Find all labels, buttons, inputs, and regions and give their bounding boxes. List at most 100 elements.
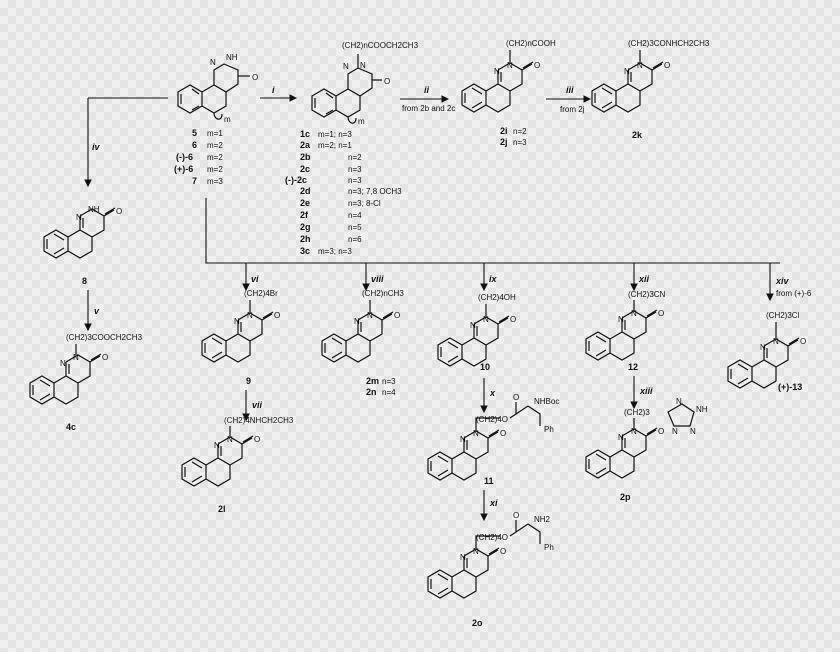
atom-o: O bbox=[500, 547, 506, 556]
ester-compound-list: 1c m=1; n=3 2a m=2; n=1 2b n=2 2c n=3 (-… bbox=[285, 129, 402, 256]
compound-code: 2o bbox=[472, 618, 483, 628]
atom-n: N bbox=[631, 427, 637, 436]
compound-code: 2h bbox=[300, 234, 311, 244]
atom-o: O bbox=[254, 435, 260, 444]
compound-code: 2g bbox=[300, 222, 311, 232]
atom-n: N bbox=[760, 343, 766, 352]
compound-code: (-)-2c bbox=[285, 175, 307, 185]
reagent-note: from (+)-6 bbox=[776, 289, 812, 298]
atom-nh: NH bbox=[226, 53, 238, 62]
compound-condition: n=3 bbox=[382, 377, 396, 386]
reagent-label: vi bbox=[251, 274, 259, 284]
atom-n: N bbox=[483, 315, 489, 324]
reagent-label: ix bbox=[489, 274, 498, 284]
compound-code: (+)-13 bbox=[778, 382, 802, 392]
reagent-label: x bbox=[489, 388, 496, 398]
compound-condition: m=1 bbox=[207, 129, 223, 138]
atom-nh: NH bbox=[88, 205, 100, 214]
reagent-note: from 2b and 2c bbox=[402, 104, 455, 113]
substituent: (CH2)4OH bbox=[478, 293, 516, 302]
substituent: (CH2)4NHCH2CH3 bbox=[224, 416, 294, 425]
compound-condition: n=3 bbox=[513, 138, 527, 147]
compound-condition: n=6 bbox=[348, 235, 362, 244]
substituent: (CH2)4O bbox=[476, 533, 508, 542]
compound-code: 11 bbox=[484, 476, 494, 486]
compound-13-structure: N N O (CH2)3Cl (+)-13 bbox=[727, 311, 806, 392]
compound-code: 6 bbox=[192, 140, 197, 150]
atom-n: N bbox=[76, 213, 82, 222]
substituent: (CH2)nCH3 bbox=[362, 289, 404, 298]
reagent-label: viii bbox=[371, 274, 384, 284]
compound-code: 2f bbox=[300, 210, 309, 220]
atom-n: N bbox=[227, 435, 233, 444]
compound-condition: n=2 bbox=[348, 153, 362, 162]
compound-condition: m=2 bbox=[207, 153, 223, 162]
atom-n: N bbox=[210, 58, 216, 67]
compound-code: 2a bbox=[300, 140, 311, 150]
compound-12-structure: N N O (CH2)3CN 12 bbox=[585, 290, 666, 372]
substituent: (CH2)nCOOCH2CH3 bbox=[342, 41, 419, 50]
atom-n: N bbox=[618, 433, 624, 442]
compound-code: 8 bbox=[82, 276, 87, 286]
atom-n: N bbox=[367, 311, 373, 320]
atom-n: N bbox=[631, 309, 637, 318]
compound-condition: n=5 bbox=[348, 223, 362, 232]
substituent: (CH2)nCOOH bbox=[506, 39, 556, 48]
compound-condition: m=1; n=3 bbox=[318, 130, 352, 139]
compound-2o-structure: N N O (CH2)4O O NH2 Ph 2o bbox=[427, 511, 554, 628]
atom-n: N bbox=[470, 321, 476, 330]
reagent-label: xii bbox=[638, 274, 650, 284]
reagent-label: xi bbox=[489, 498, 498, 508]
reagent-label: iii bbox=[566, 85, 574, 95]
atom-n: N bbox=[73, 353, 79, 362]
atom-n: N bbox=[234, 317, 240, 326]
atom-n: N bbox=[672, 427, 678, 436]
compound-code: 2n bbox=[366, 387, 377, 397]
reagent-note: from 2j bbox=[560, 105, 585, 114]
compound-code: 7 bbox=[192, 176, 197, 186]
atom-o: O bbox=[800, 337, 806, 346]
compound-condition: n=3 bbox=[348, 176, 362, 185]
reagent-label: iv bbox=[92, 142, 101, 152]
compound-2p-structure: N N O (CH2)3 N NH N N 2p bbox=[585, 397, 708, 502]
ring-size-label: m bbox=[358, 117, 365, 126]
compound-condition: m=2; n=1 bbox=[318, 141, 352, 150]
compound-code: 2e bbox=[300, 198, 310, 208]
atom-n: N bbox=[460, 553, 466, 562]
compound-2m-structure: N N O (CH2)nCH3 2m n=3 2n n=4 bbox=[321, 289, 404, 397]
atom-o: O bbox=[394, 311, 400, 320]
substituent: (CH2)4Br bbox=[244, 289, 278, 298]
compound-code: 5 bbox=[192, 128, 197, 138]
compound-code: 2i bbox=[500, 126, 508, 136]
compound-condition: n=2 bbox=[513, 127, 527, 136]
acid-structure: N N O (CH2)nCOOH 2i n=2 2j n=3 bbox=[461, 39, 556, 147]
atom-n: N bbox=[637, 61, 643, 70]
compound-11-structure: N N O (CH2)4O O NHBoc Ph 11 bbox=[427, 393, 559, 486]
atom-n: N bbox=[507, 61, 513, 70]
reagent-label: ii bbox=[424, 85, 430, 95]
ester-structure: N N O m (CH2)nCOOCH2CH3 bbox=[311, 41, 419, 126]
compound-condition: m=3 bbox=[207, 177, 223, 186]
substituent: (CH2)3Cl bbox=[766, 311, 800, 320]
atom-n: N bbox=[460, 435, 466, 444]
start-compound-list: 5 m=1 6 m=2 (-)-6 m=2 (+)-6 m=2 7 m=3 bbox=[174, 128, 223, 186]
compound-code: 3c bbox=[300, 246, 310, 256]
atom-o: O bbox=[658, 427, 664, 436]
compound-code: 4c bbox=[66, 422, 76, 432]
compound-code: 2b bbox=[300, 152, 311, 162]
compound-code: 2d bbox=[300, 186, 311, 196]
start-structure: N NH O m bbox=[177, 53, 258, 124]
compound-code: 9 bbox=[246, 376, 251, 386]
reagent-label: vii bbox=[252, 400, 263, 410]
atom-nh: NH bbox=[696, 405, 708, 414]
compound-condition: n=3; 7,8 OCH3 bbox=[348, 187, 402, 196]
substituent: (CH2)3CONHCH2CH3 bbox=[628, 39, 710, 48]
atom-n: N bbox=[354, 317, 360, 326]
reagent-label: xiv bbox=[775, 276, 790, 286]
compound-code: 1c bbox=[300, 129, 310, 139]
compound-condition: m=3; n=3 bbox=[318, 247, 352, 256]
reagent-label: v bbox=[94, 306, 100, 316]
atom-n: N bbox=[494, 67, 500, 76]
reagent-label: xiii bbox=[639, 386, 653, 396]
